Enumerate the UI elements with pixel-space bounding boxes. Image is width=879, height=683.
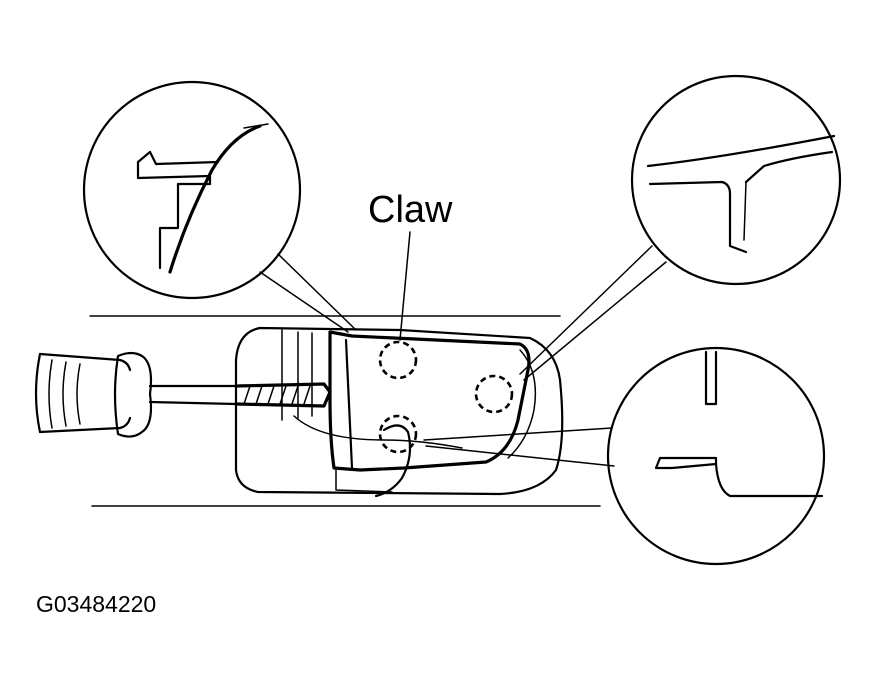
detail-callout-right <box>519 74 842 381</box>
cover-panel <box>293 330 537 493</box>
figure-id: G03484220 <box>36 591 156 617</box>
claw-label: Claw <box>368 189 453 231</box>
claw-markers <box>378 340 514 454</box>
detail-callout-bottom <box>423 346 826 566</box>
strap-loop <box>374 424 412 498</box>
claw-marker-right <box>474 374 514 414</box>
claw-marker-top <box>378 340 418 380</box>
claw-leader <box>399 231 411 341</box>
detail-callout-left <box>82 80 357 333</box>
screwdriver <box>34 351 332 438</box>
claw-marker-bottom <box>378 414 418 454</box>
